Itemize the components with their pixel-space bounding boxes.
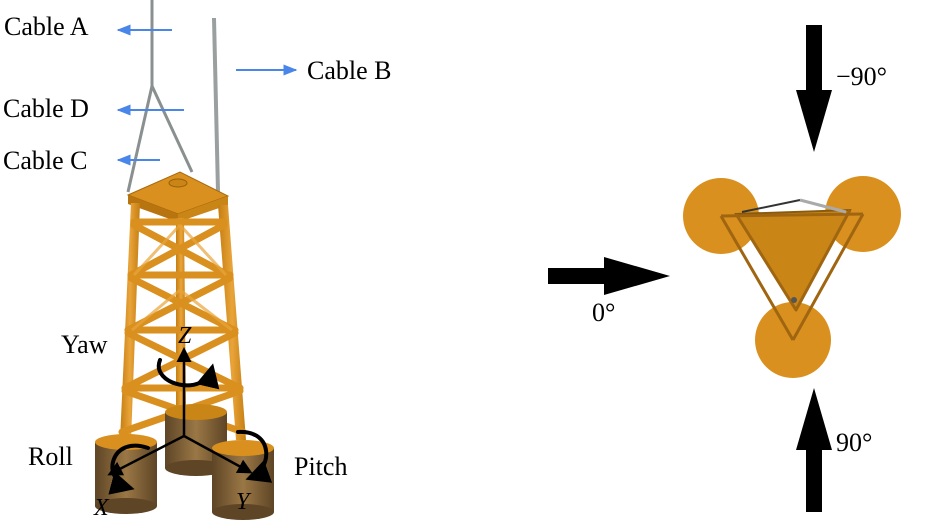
roll-label: Roll <box>28 442 73 471</box>
heading-arrow-zero <box>548 257 670 295</box>
platform-top-view <box>548 25 901 512</box>
roll-rotation-arrow <box>108 443 150 495</box>
x-axis-label: X <box>94 495 109 521</box>
y-axis-label: Y <box>236 489 250 515</box>
x-axis <box>107 434 185 476</box>
heading-arrow-minus90 <box>796 25 832 152</box>
yaw-rotation-arrow <box>156 358 220 390</box>
top-view-deck <box>734 208 852 312</box>
platform-side-view <box>95 0 298 520</box>
cable-c-label: Cable C <box>3 146 88 175</box>
heading-minus90-label: −90° <box>836 62 888 91</box>
coordinate-axes <box>107 347 253 476</box>
cable-d-label: Cable D <box>3 94 89 123</box>
cable-b-line <box>212 17 220 193</box>
cable-pointers <box>116 24 298 166</box>
heading-plus90-label: 90° <box>836 428 873 457</box>
pitch-label: Pitch <box>294 452 348 481</box>
cable-b-label: Cable B <box>307 56 392 85</box>
yaw-label: Yaw <box>61 330 108 359</box>
heading-arrow-plus90 <box>796 388 832 512</box>
cable-a-label: Cable A <box>4 12 89 41</box>
z-axis-label: Z <box>178 323 192 349</box>
heading-zero-label: 0° <box>592 298 616 327</box>
leg-front-left <box>120 203 140 440</box>
pitch-rotation-arrow <box>236 429 273 483</box>
y-axis <box>183 434 253 474</box>
cable-d-line <box>126 85 154 193</box>
leg-front-right <box>218 205 246 440</box>
cable-c-line <box>150 85 194 173</box>
